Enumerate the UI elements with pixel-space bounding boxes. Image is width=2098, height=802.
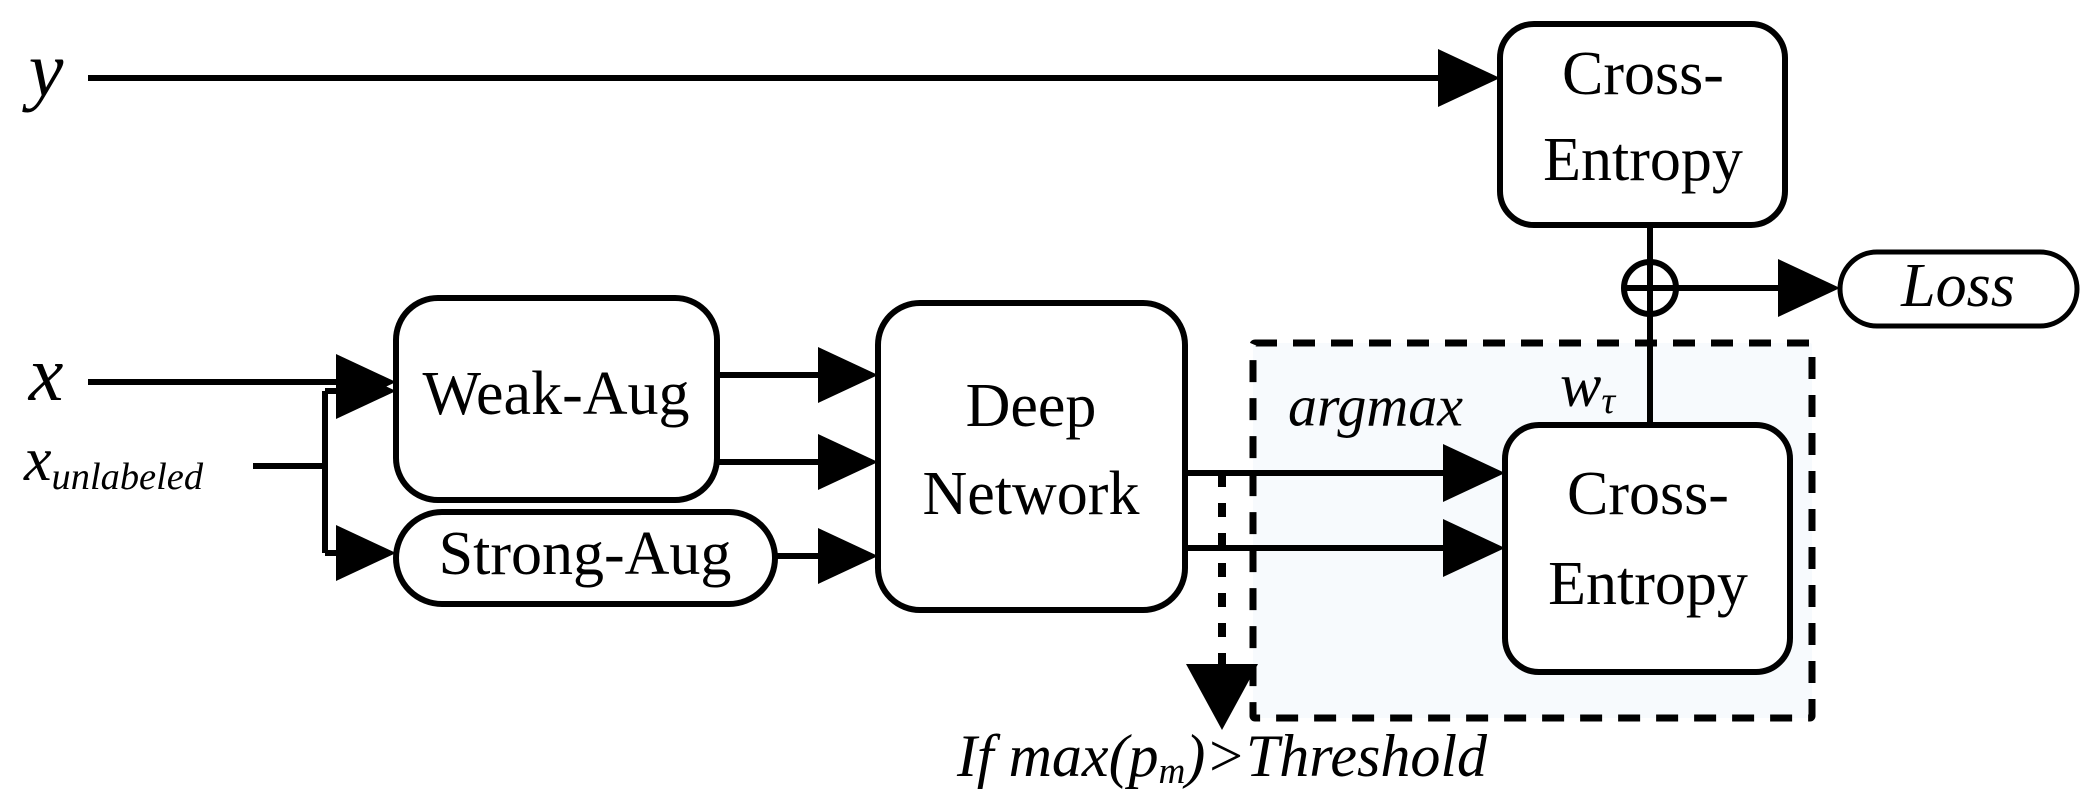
annotation-weight-subscript: τ [1601, 380, 1616, 422]
input-label-x-unlabeled: xunlabeled [23, 426, 204, 498]
arrowhead-weak-aug-to-deep-network-1 [818, 347, 878, 403]
arrowhead-sum-to-loss [1778, 259, 1840, 317]
node-cross-entropy-top[interactable] [1497, 21, 1788, 228]
condition-prefix: If max(p [956, 723, 1159, 789]
node-cross-entropy-top-label-line1: Cross- [1562, 40, 1724, 108]
node-strong-aug[interactable] [393, 509, 778, 607]
arrowhead-weak-aug-to-deep-network-2 [818, 434, 878, 490]
svg-text:wτ: wτ [1560, 352, 1616, 422]
input-label-x: x [28, 330, 64, 417]
svg-text:If max(pm)>Threshold: If max(pm)>Threshold [956, 723, 1488, 792]
condition-suffix: )>Threshold [1182, 723, 1488, 789]
input-label-x-unlabeled-base: x [23, 426, 52, 494]
node-cross-entropy-bottom[interactable] [1502, 422, 1793, 675]
node-cross-entropy-bottom-label-line1: Cross- [1567, 460, 1729, 528]
arrowhead-unlabeled-to-weak-aug [336, 363, 396, 419]
node-loss[interactable] [1837, 249, 2080, 329]
svg-text:xunlabeled: xunlabeled [23, 426, 204, 498]
node-deep-network-label-line2: Network [923, 460, 1140, 528]
node-strong-aug-label: Strong-Aug [439, 520, 732, 588]
node-weak-aug-label: Weak-Aug [422, 360, 689, 428]
arrowhead-unlabeled-to-strong-aug [336, 525, 396, 581]
annotation-threshold-condition: If max(pm)>Threshold [956, 723, 1488, 792]
arrowhead-y-to-cross-entropy-top [1438, 49, 1500, 107]
node-weak-aug[interactable] [393, 295, 720, 503]
input-label-x-unlabeled-subscript: unlabeled [52, 456, 204, 498]
node-cross-entropy-bottom-label-line2: Entropy [1548, 550, 1748, 618]
node-deep-network-label-line1: Deep [966, 372, 1097, 440]
annotation-weight-base: w [1560, 352, 1601, 420]
condition-subscript: m [1159, 751, 1186, 792]
arrowhead-deep-network-to-cross-entropy-bottom-1 [1443, 444, 1505, 502]
node-loss-label: Loss [1900, 252, 2015, 320]
node-cross-entropy-top-label-line2: Entropy [1543, 126, 1743, 194]
arrowhead-threshold-dotted [1186, 664, 1258, 730]
arrowhead-deep-network-to-cross-entropy-bottom-2 [1443, 519, 1505, 577]
input-label-y: y [22, 26, 64, 113]
node-deep-network[interactable] [875, 300, 1188, 613]
annotation-weight-tau: wτ [1560, 352, 1616, 422]
arrowhead-strong-aug-to-deep-network [818, 528, 878, 584]
annotation-argmax: argmax [1288, 373, 1463, 438]
